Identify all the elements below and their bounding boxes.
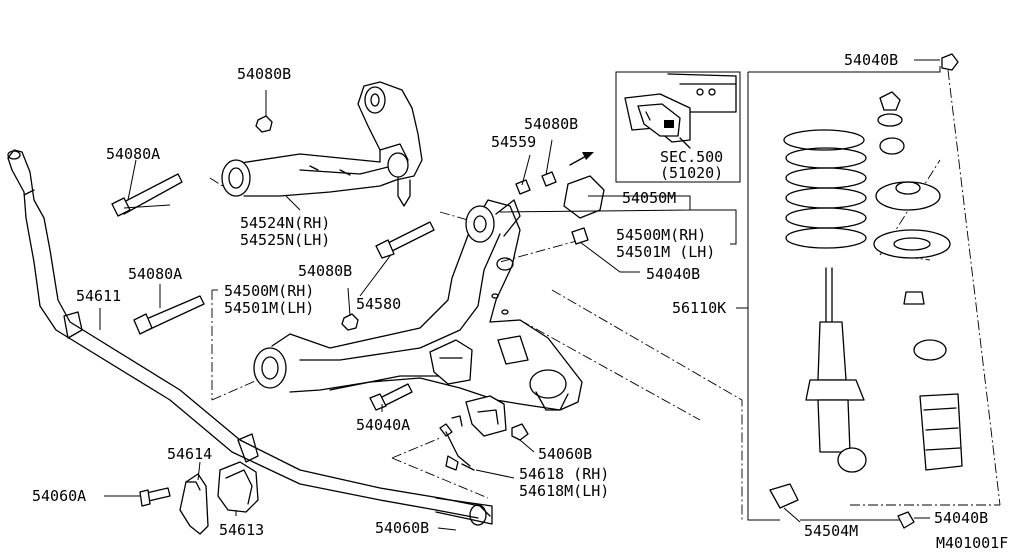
diagram-code: M401001F — [936, 534, 1008, 552]
label-54040B-top: 54040B — [844, 51, 898, 69]
label-54080B-upper: 54080B — [237, 65, 291, 83]
strut-enclosure — [747, 66, 941, 521]
sec-reference-inset: SEC.500 (51020) — [615, 71, 741, 183]
boundary-lines — [209, 69, 1001, 520]
label-54559: 54559 — [491, 133, 536, 151]
label-54060B-bottom: 54060B — [375, 519, 429, 537]
label-54060B-mid: 54060B — [538, 445, 592, 463]
label-54060A: 54060A — [32, 487, 86, 505]
label-54614: 54614 — [167, 445, 212, 463]
label-54501M-left: 54501M(LH) — [224, 299, 314, 317]
label-56110K: 56110K — [672, 299, 726, 317]
upper-bolts — [111, 90, 273, 217]
label-54618M: 54618M(LH) — [519, 482, 609, 500]
leader-lines — [99, 59, 940, 531]
stabilizer-link — [439, 415, 475, 471]
label-54525N: 54525N(LH) — [240, 231, 330, 249]
label-54040A: 54040A — [356, 416, 410, 434]
label-54524N: 54524N(RH) — [240, 214, 330, 232]
label-54080B-left: 54080B — [298, 262, 352, 280]
strut-spring — [783, 129, 867, 473]
lower-bolts — [133, 171, 605, 411]
label-54613: 54613 — [219, 521, 264, 539]
part-labels: 54080B 54080A 54524N(RH) 54525N(LH) 5455… — [32, 51, 1008, 552]
sec-label: SEC.500 — [660, 148, 723, 166]
stabilizer-bar — [7, 149, 493, 526]
label-54080B-mid: 54080B — [524, 115, 578, 133]
bushing-clamp — [139, 461, 259, 535]
upper-link-assembly — [221, 81, 423, 207]
label-54500M-right: 54500M(RH) — [616, 226, 706, 244]
sec-sub-label: (51020) — [660, 164, 723, 182]
label-54040B-mid: 54040B — [646, 265, 700, 283]
label-54618: 54618 (RH) — [519, 465, 609, 483]
direction-arrow — [569, 152, 594, 166]
label-54080A-upper: 54080A — [106, 145, 160, 163]
strut-mount-stack — [769, 53, 963, 529]
label-54500M-left: 54500M(RH) — [224, 282, 314, 300]
lower-link-assembly — [253, 199, 583, 441]
label-54504M: 54504M — [804, 522, 858, 540]
label-54580: 54580 — [356, 295, 401, 313]
label-54611: 54611 — [76, 287, 121, 305]
label-54080A-left: 54080A — [128, 265, 182, 283]
label-54050M: 54050M — [622, 189, 676, 207]
label-54040B-bottom: 54040B — [934, 509, 988, 527]
label-54501M-right: 54501M (LH) — [616, 243, 715, 261]
